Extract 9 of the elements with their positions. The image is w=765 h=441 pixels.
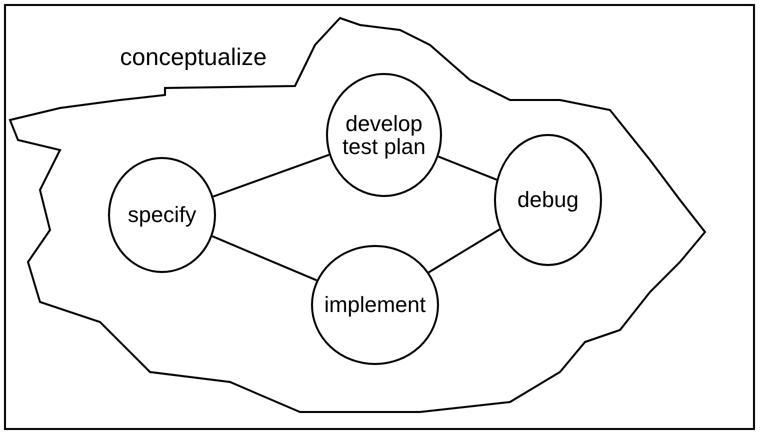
connector-line: [212, 235, 318, 282]
node-label: develop test plan: [341, 112, 427, 158]
connector-line: [212, 154, 330, 198]
node-label: implement: [323, 293, 427, 317]
node-label: specify: [126, 203, 198, 227]
node-label: debug: [516, 188, 580, 212]
connector-line: [428, 228, 500, 274]
region-label: conceptualize: [120, 46, 267, 70]
connector-line: [438, 156, 497, 181]
